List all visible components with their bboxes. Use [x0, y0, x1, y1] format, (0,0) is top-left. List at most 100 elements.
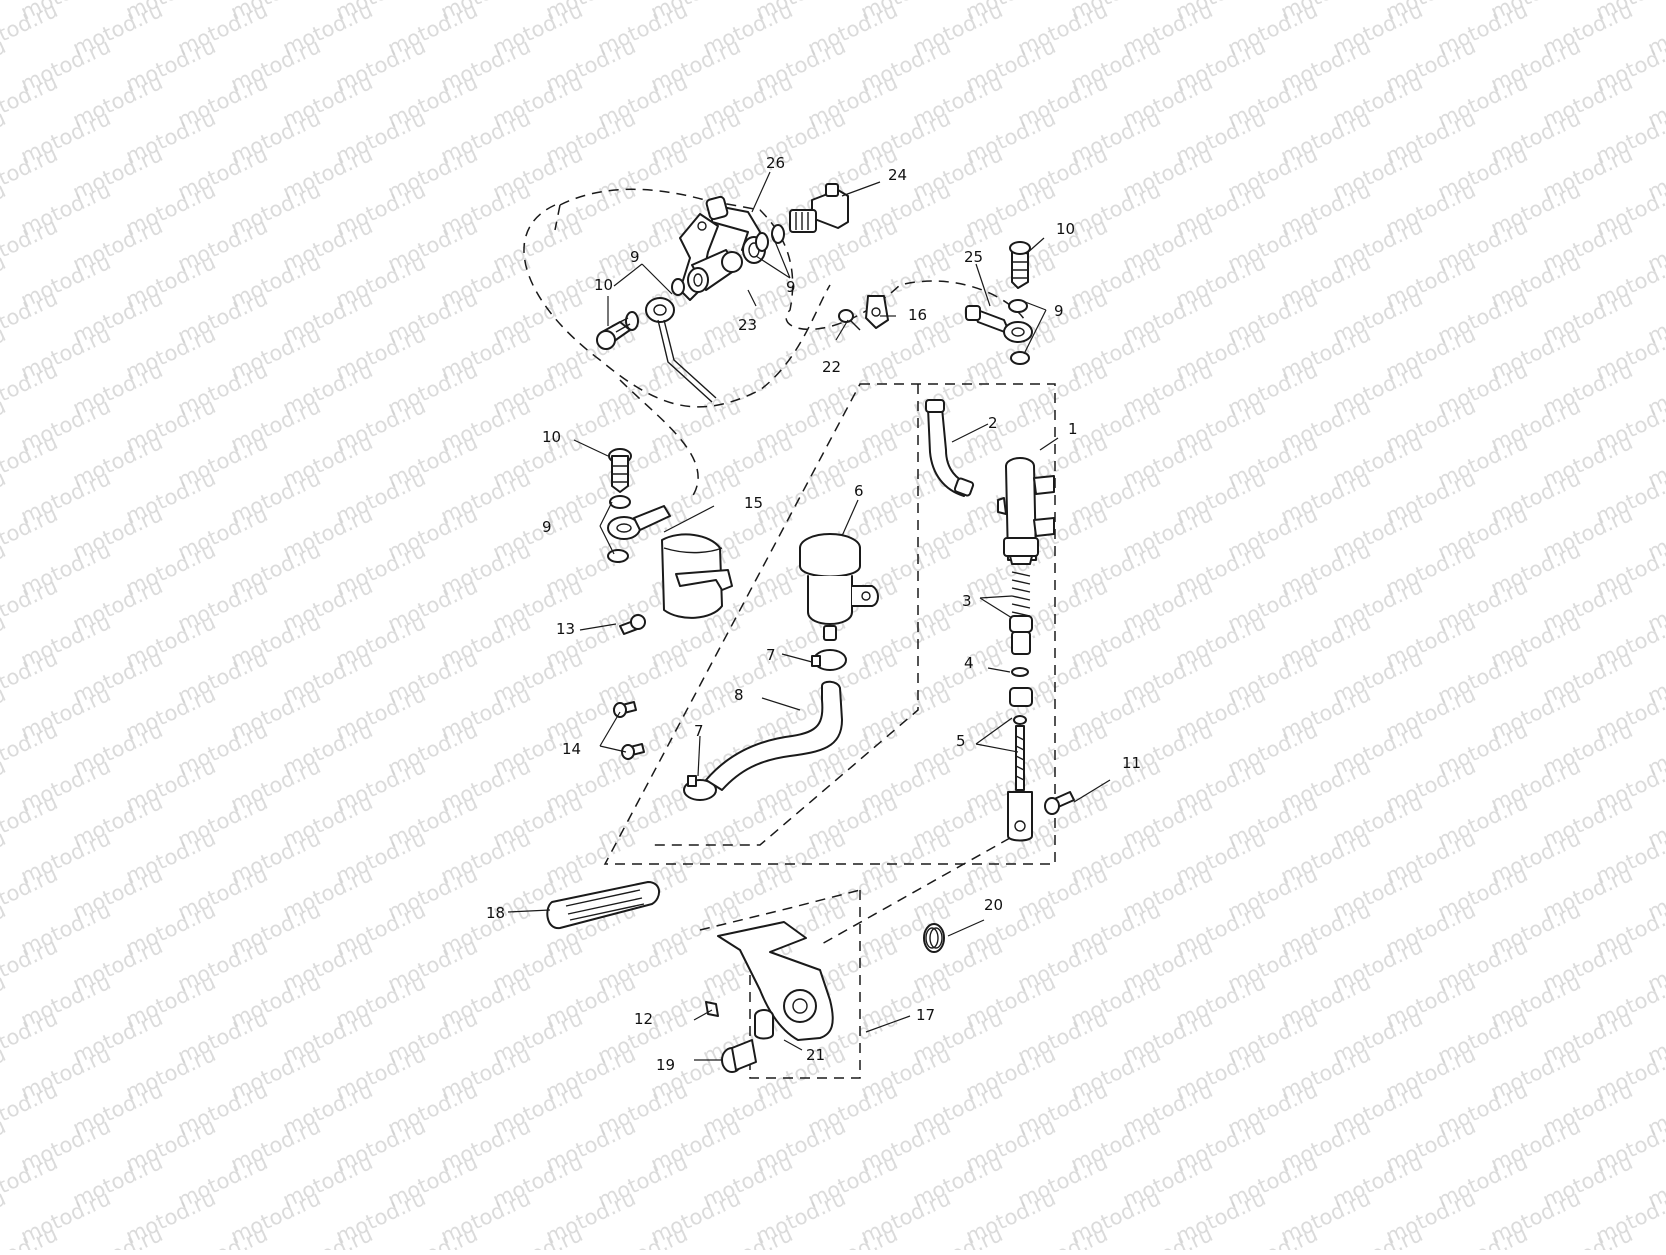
pushrod-link-line — [819, 837, 1011, 946]
callout-12: 12 — [634, 1010, 653, 1028]
callout-16: 16 — [908, 306, 927, 324]
callout-1: 1 — [1068, 420, 1078, 438]
callout-11: 11 — [1122, 754, 1141, 772]
watermark-text: motod.ru — [0, 646, 61, 708]
callout-26: 26 — [766, 154, 785, 172]
watermark-text: motod.ru — [594, 1222, 691, 1250]
callout-7-upper: 7 — [766, 646, 776, 664]
callout-2: 2 — [988, 414, 998, 432]
callout-labels: 1 2 3 4 5 6 7 7 8 9 9 9 9 10 10 10 11 12… — [486, 154, 1141, 1074]
banjo-bolt-10-top[interactable] — [596, 317, 631, 350]
callout-3: 3 — [962, 592, 972, 610]
callout-10-right: 10 — [1056, 220, 1075, 238]
screw-22[interactable] — [838, 309, 861, 331]
watermark-text: motod.ru — [1224, 1222, 1321, 1250]
callout-23: 23 — [738, 316, 757, 334]
watermark-text: motod.ru — [1329, 1222, 1426, 1250]
master-cylinder-1[interactable] — [997, 457, 1055, 565]
banjo-pipe-left[interactable] — [625, 278, 717, 403]
watermark-text: motod.ru — [0, 0, 61, 61]
brake-pedal-17[interactable] — [717, 921, 834, 1041]
hose-clamp-7-upper[interactable] — [811, 649, 847, 671]
hose-clip-16[interactable] — [865, 295, 889, 329]
watermark-text: motod.ru — [0, 718, 61, 780]
watermark-text: motod.ru — [0, 286, 61, 348]
watermark-text: motod.ru — [0, 214, 61, 276]
callout-20: 20 — [984, 896, 1003, 914]
watermark-text: motod.ru — [1119, 1222, 1216, 1250]
callout-9-right: 9 — [1054, 302, 1064, 320]
pedal-rubber-18[interactable] — [546, 881, 660, 930]
watermark-text: motod.ru — [279, 1222, 376, 1250]
banjo-bolt-10-right[interactable] — [1009, 241, 1031, 289]
watermark-text: motod.ru — [804, 1222, 901, 1250]
callout-6: 6 — [854, 482, 864, 500]
hose-clamp-7-lower[interactable] — [683, 775, 717, 801]
watermark-text: motod.ru — [0, 358, 61, 420]
callout-13: 13 — [556, 620, 575, 638]
callout-14: 14 — [562, 740, 581, 758]
watermark-text: motod.ru — [699, 1222, 796, 1250]
watermark-text: motod.ru — [0, 1150, 61, 1212]
pivot-bolt-19[interactable] — [721, 1039, 757, 1073]
circlip-12[interactable] — [705, 1001, 719, 1017]
pushrod-5[interactable] — [1007, 687, 1033, 842]
callout-9-mid: 9 — [542, 518, 552, 536]
watermark-text: motod.ru — [0, 862, 61, 924]
watermark-text: motod.ru — [1014, 1222, 1111, 1250]
callout-25: 25 — [964, 248, 983, 266]
watermark-text: motod.ru — [0, 1078, 61, 1140]
return-spring-20[interactable] — [923, 923, 945, 953]
callout-9-topleft: 9 — [630, 248, 640, 266]
feed-pipe-2[interactable] — [925, 399, 975, 497]
watermark-text: motod.ru — [0, 430, 61, 492]
callout-21: 21 — [806, 1046, 825, 1064]
screws-14[interactable] — [613, 701, 645, 760]
banjo-union-mid[interactable] — [607, 495, 671, 563]
watermark-text: motod.ru — [1539, 1222, 1636, 1250]
assembly-outlines — [523, 188, 1056, 1079]
callout-10-mid: 10 — [542, 428, 561, 446]
watermark-text: motod.ru — [69, 1222, 166, 1250]
clevis-pin-11[interactable] — [1044, 791, 1075, 815]
watermark-text: motod.ru — [0, 142, 61, 204]
banjo-pipe-26[interactable] — [705, 195, 766, 264]
watermark-text: motod.ru — [174, 1222, 271, 1250]
callout-10-topleft: 10 — [594, 276, 613, 294]
adapter-23[interactable] — [687, 249, 743, 293]
callout-7-lower: 7 — [694, 722, 704, 740]
watermark-text: motod.ru — [489, 1222, 586, 1250]
callout-4: 4 — [964, 654, 974, 672]
pedal-assembly-outline — [699, 889, 861, 1079]
callout-5: 5 — [956, 732, 966, 750]
callout-19: 19 — [656, 1056, 675, 1074]
callout-17: 17 — [916, 1006, 935, 1024]
watermark-text: motod.ru — [0, 574, 61, 636]
piston-spring-3[interactable] — [1009, 571, 1033, 655]
watermark-text: motod.ru — [384, 1222, 481, 1250]
hose-assembly-outline — [523, 188, 1031, 501]
watermark-text: motod.ru — [0, 790, 61, 852]
watermark-text: motod.ru — [909, 1222, 1006, 1250]
cover-15[interactable] — [661, 533, 733, 619]
callout-24: 24 — [888, 166, 907, 184]
watermark-text: motod.ru — [0, 934, 61, 996]
bush-21[interactable] — [754, 1009, 774, 1040]
watermark-text: motod.ru — [0, 1006, 61, 1068]
sealing-washers-9-right[interactable] — [1008, 299, 1030, 365]
callout-18: 18 — [486, 904, 505, 922]
reservoir-outline — [650, 384, 919, 846]
watermark-text: motod.ru — [0, 70, 61, 132]
callout-9-topright: 9 — [786, 278, 796, 296]
callout-8: 8 — [734, 686, 744, 704]
fluid-reservoir-6[interactable] — [799, 533, 879, 641]
banjo-pipe-25[interactable] — [965, 305, 1033, 343]
screw-13[interactable] — [619, 614, 646, 635]
reservoir-hose-8[interactable] — [705, 680, 843, 791]
callout-22: 22 — [822, 358, 841, 376]
watermark-text: motod.ru — [1434, 1222, 1531, 1250]
o-ring-4[interactable] — [1011, 667, 1029, 677]
banjo-bolt-10-mid[interactable] — [608, 448, 632, 493]
